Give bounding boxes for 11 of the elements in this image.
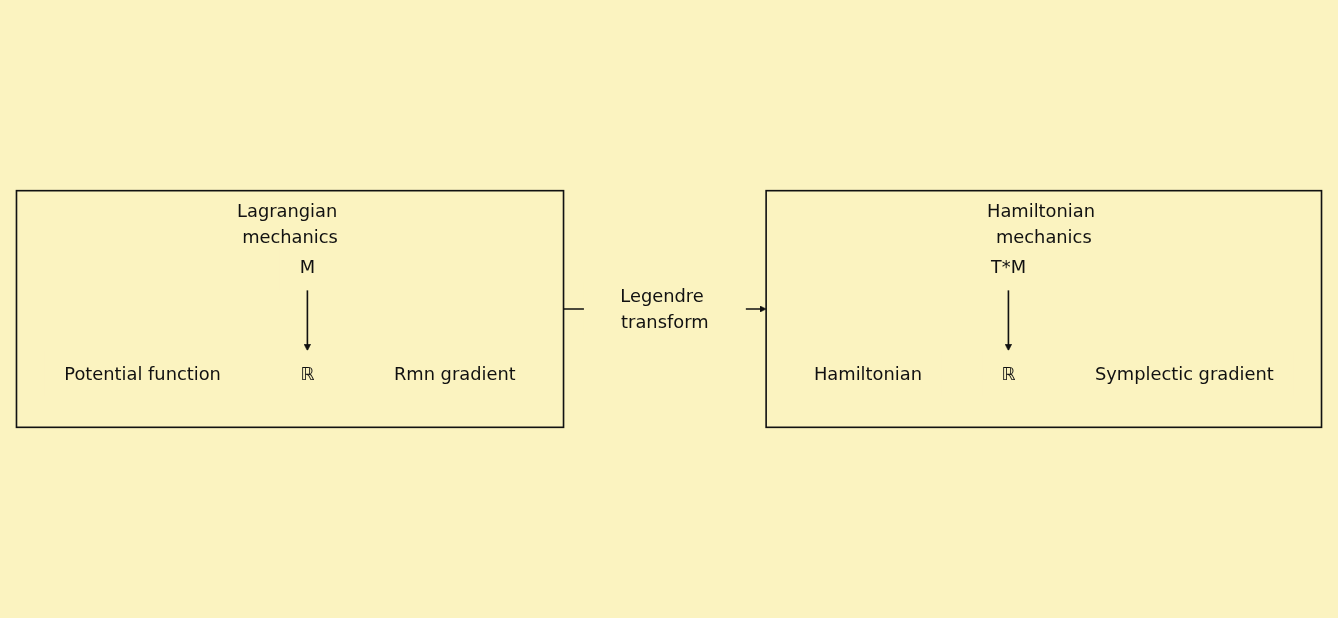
- node-text: Potential function: [64, 363, 221, 384]
- node-text: ℝ: [300, 363, 315, 384]
- node-text: T*M: [990, 256, 1027, 277]
- node-text: Rmn gradient: [393, 363, 516, 384]
- node-text: ℝ: [1001, 363, 1016, 384]
- node-text: Hamiltonian: [813, 363, 922, 384]
- arrow: [1004, 289, 1012, 352]
- node-text: M: [299, 256, 316, 277]
- edge-label: Legendre transform: [620, 285, 709, 333]
- node-text: Symplectic gradient: [1094, 363, 1274, 384]
- arrow: [303, 289, 311, 352]
